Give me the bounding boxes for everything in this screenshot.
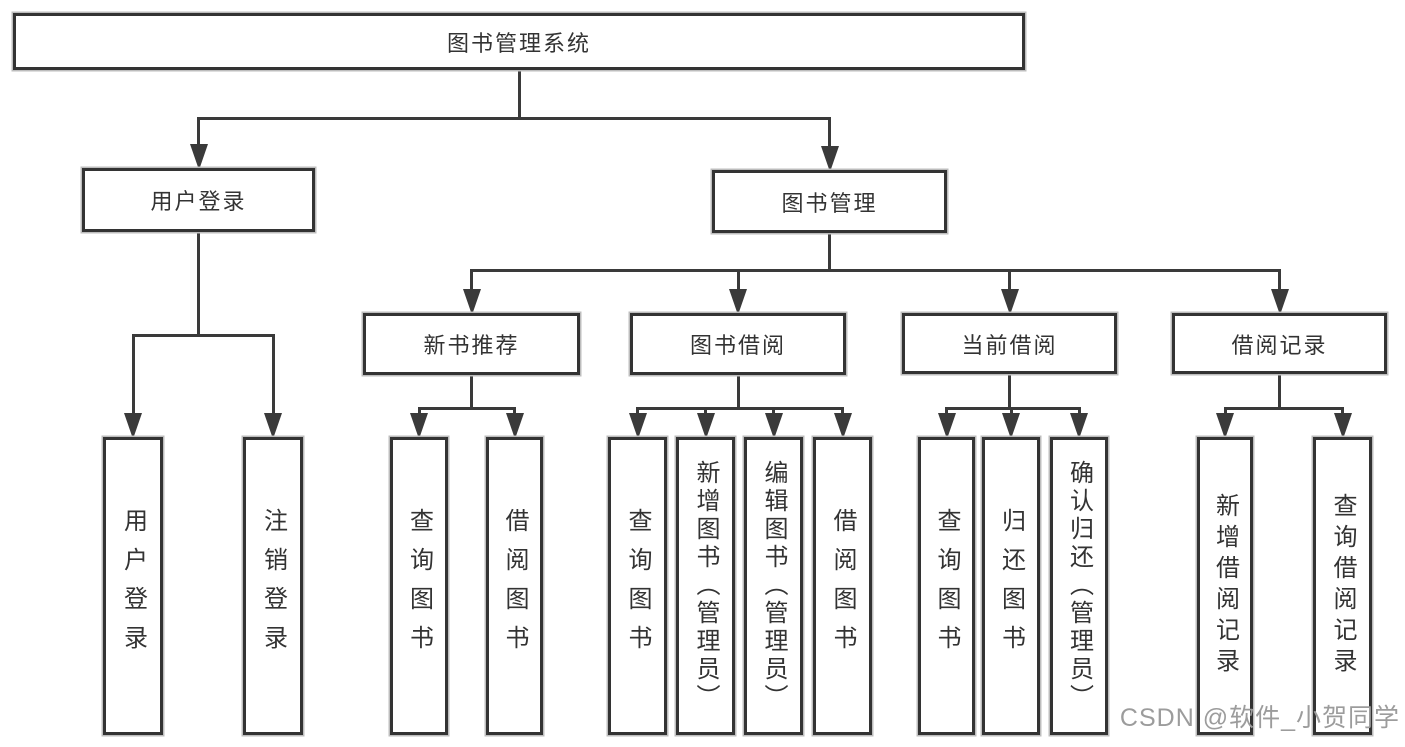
watermark: CSDN @软件_小贺同学 <box>1119 704 1400 732</box>
arrow-down-icon <box>937 413 956 439</box>
node-label: 确认归还（管理员） <box>1065 460 1093 712</box>
connector-line <box>828 118 831 148</box>
node-new-book-recommend: 新书推荐 <box>363 313 580 375</box>
connector-line <box>736 270 740 291</box>
node-label: 新增图书（管理员） <box>692 460 719 712</box>
connector-line <box>1008 270 1011 291</box>
node-rec-query-books: 查询图书 <box>390 437 448 735</box>
arrow-down-icon <box>1333 413 1352 439</box>
arrow-down-icon <box>764 413 783 439</box>
connector-line <box>517 70 521 120</box>
arrow-down-icon <box>505 413 524 439</box>
connector-line <box>131 335 135 415</box>
connector-line <box>131 333 275 337</box>
connector-line <box>470 270 473 291</box>
connector-line <box>197 118 200 146</box>
node-label: 新书推荐 <box>423 333 520 358</box>
node-label: 图书管理系统 <box>446 30 591 56</box>
connector-line <box>470 268 1281 272</box>
node-label: 归还图书 <box>997 508 1025 664</box>
node-label: 注销登录 <box>259 508 287 664</box>
node-label: 图书管理 <box>781 190 878 216</box>
arrow-down-icon <box>628 413 647 439</box>
node-user-login-module: 用户登录 <box>82 168 315 232</box>
connector-line <box>417 408 421 415</box>
node-label: 当前借阅 <box>961 332 1058 358</box>
node-label: 查询借阅记录 <box>1329 493 1356 679</box>
node-cur-confirm-return: 确认归还（管理员） <box>1050 437 1108 735</box>
node-bor-query-books: 查询图书 <box>608 437 667 735</box>
connector-line <box>828 233 831 272</box>
node-rcd-add-record: 新增借阅记录 <box>1197 437 1253 735</box>
node-rec-borrow-books: 借阅图书 <box>486 437 543 735</box>
connector-line <box>704 408 707 415</box>
arrow-down-icon <box>1270 289 1289 315</box>
connector-line <box>197 232 200 337</box>
arrow-down-icon <box>1216 413 1234 439</box>
connector-line <box>513 408 516 415</box>
arrow-down-icon <box>189 144 208 170</box>
node-bor-add-books: 新增图书（管理员） <box>676 437 735 735</box>
arrow-down-icon <box>729 289 747 315</box>
arrow-down-icon <box>264 413 282 439</box>
node-cur-query-books: 查询图书 <box>918 437 975 735</box>
connector-line <box>1077 408 1081 415</box>
node-label: 借阅图书 <box>829 508 856 664</box>
arrow-down-icon <box>696 413 715 439</box>
connector-line <box>1341 408 1344 415</box>
connector-line <box>945 406 1081 410</box>
node-label: 借阅记录 <box>1231 332 1328 358</box>
connector-line <box>736 375 740 410</box>
node-cur-return-books: 归还图书 <box>982 437 1040 735</box>
connector-line <box>1223 408 1227 415</box>
node-rcd-query-record: 查询借阅记录 <box>1313 437 1372 735</box>
node-bor-borrow-books: 借阅图书 <box>813 437 872 735</box>
node-label: 查询图书 <box>624 508 651 664</box>
connector-line <box>772 408 775 415</box>
connector-line <box>1278 374 1281 410</box>
arrow-down-icon <box>833 413 852 439</box>
node-book-borrowing: 图书借阅 <box>630 313 846 375</box>
connector-line <box>636 408 639 415</box>
node-label: 编辑图书（管理员） <box>760 460 787 712</box>
connector-line <box>1223 406 1344 410</box>
arrow-down-icon <box>410 413 428 439</box>
arrow-down-icon <box>1002 413 1020 439</box>
node-label: 用户登录 <box>119 508 147 664</box>
node-book-management-system: 图书管理系统 <box>13 13 1025 70</box>
connector-line <box>197 116 831 120</box>
node-label: 用户登录 <box>150 189 247 214</box>
connector-line <box>636 406 844 410</box>
connector-line <box>945 408 948 415</box>
connector-line <box>271 335 275 415</box>
node-label: 查询图书 <box>933 508 960 664</box>
connector-line <box>1009 408 1013 415</box>
arrow-down-icon <box>820 146 839 172</box>
node-label: 新增借阅记录 <box>1211 493 1239 679</box>
arrow-down-icon <box>1070 413 1088 439</box>
arrow-down-icon <box>462 289 481 315</box>
connector-line <box>1278 270 1281 291</box>
node-bor-edit-books: 编辑图书（管理员） <box>744 437 803 735</box>
node-book-management: 图书管理 <box>712 170 947 233</box>
node-label: 借阅图书 <box>501 508 528 664</box>
connector-line <box>841 408 844 415</box>
node-label: 图书借阅 <box>689 333 786 358</box>
node-borrowing-records: 借阅记录 <box>1172 313 1387 374</box>
node-label: 查询图书 <box>405 508 433 664</box>
node-current-borrowing: 当前借阅 <box>902 313 1117 374</box>
arrow-down-icon <box>124 413 142 439</box>
connector-line <box>417 406 516 410</box>
connector-line <box>1008 374 1011 410</box>
connector-line <box>470 375 473 410</box>
node-user-logout-leaf: 注销登录 <box>243 437 303 735</box>
arrow-down-icon <box>1000 289 1019 315</box>
node-user-login-leaf: 用户登录 <box>103 437 163 735</box>
